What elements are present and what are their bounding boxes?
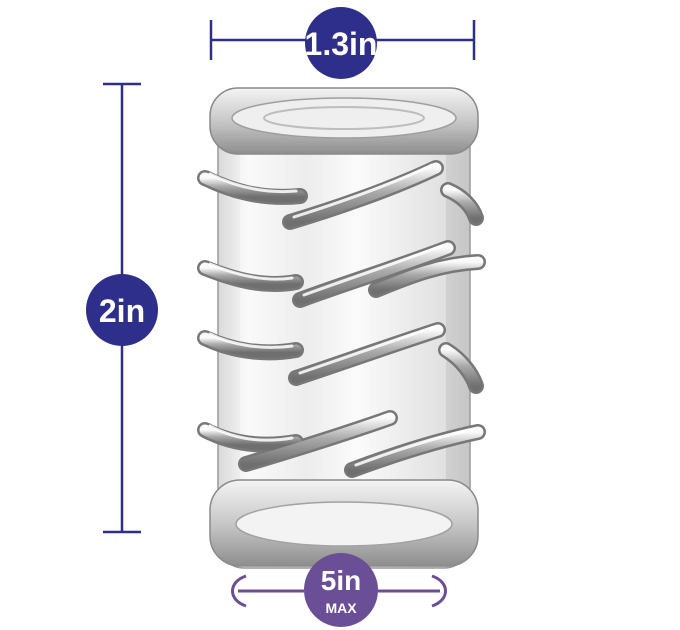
sleeve-inner [240, 140, 446, 530]
stretch-dimension: 5in MAX [231, 553, 447, 627]
bottom-opening [235, 501, 453, 547]
width-label: 1.3in [305, 26, 378, 62]
stretch-qualifier: MAX [325, 600, 357, 616]
top-opening [231, 97, 457, 139]
product-photo [197, 87, 486, 569]
width-badge [305, 7, 377, 79]
sleeve-ridges [197, 160, 486, 478]
height-label: 2in [99, 293, 145, 329]
stretch-right-bracket [431, 574, 447, 608]
stretch-left-bracket [231, 574, 247, 608]
width-dimension: 1.3in [209, 7, 476, 79]
height-dimension: 2in [86, 82, 158, 534]
stretch-badge [304, 553, 378, 627]
height-badge [86, 274, 158, 346]
top-opening-swirl [263, 106, 425, 130]
stretch-value: 5in [321, 565, 361, 596]
